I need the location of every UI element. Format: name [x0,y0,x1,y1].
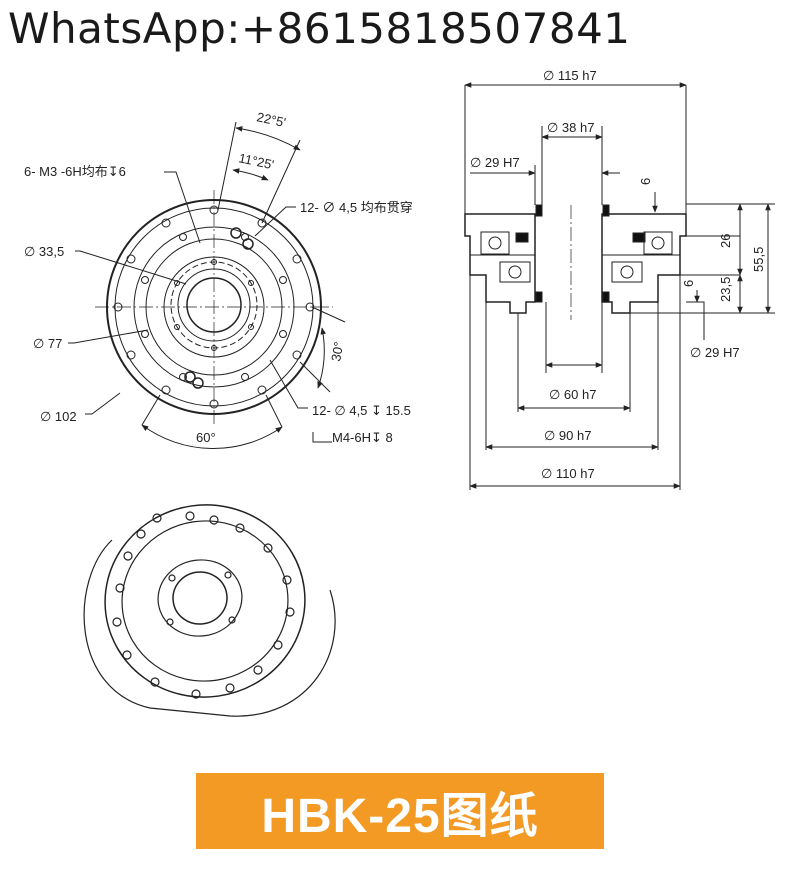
bearings-left [470,231,535,283]
label-dim6-top: 6 [638,178,653,185]
label-angle-22: 22°5' [255,109,287,130]
label-d115: ∅ 115 h7 [543,68,597,83]
label-counterbore: 12- ∅ 4,5 ↧ 15.5 [312,403,411,418]
label-angle-30: 30° [328,341,346,363]
label-m4: M4-6H↧ 8 [332,430,393,445]
label-d29-bottom: ∅ 29 H7 [690,345,740,360]
label-dim55: 55,5 [751,247,766,272]
iso-inner-face [121,520,289,682]
label-d77: ∅ 77 [33,336,62,351]
label-d33: ∅ 33,5 [24,244,64,259]
label-d110: ∅ 110 h7 [541,466,595,481]
label-angle-11: 11°25' [237,150,275,172]
iso-outer-face [104,504,306,698]
label-d60: ∅ 60 h7 [549,387,596,402]
label-angle-60: 60° [196,430,216,445]
iso-holes [112,511,295,699]
section-right-body [601,213,687,314]
whatsapp-contact: WhatsApp:+8615818507841 [8,4,631,53]
section-view-labels: ∅ 115 h7 ∅ 38 h7 ∅ 29 H7 6 26 55,5 6 23,… [470,68,766,481]
iso-bore [172,571,228,625]
front-view [68,121,346,450]
section-view [464,82,775,490]
isometric-view [83,504,336,717]
label-d38: ∅ 38 h7 [547,120,594,135]
section-left-body [464,213,536,314]
label-d102: ∅ 102 [40,409,77,424]
label-dim23: 23,5 [718,277,733,302]
label-thread-holes: 6- M3 -6H均布↧6 [24,164,126,179]
bearings-right [602,231,680,283]
front-view-labels: 6- M3 -6H均布↧6 22°5' 11°25' 12- ∅ 4,5 均布贯… [24,109,413,445]
iso-hub [157,559,243,637]
label-d29-top: ∅ 29 H7 [470,155,520,170]
label-dim6-mid: 6 [681,280,696,287]
iso-body-side [83,539,336,717]
threaded-holes [141,227,287,389]
label-dim26: 26 [718,234,733,248]
footer-banner: HBK-25图纸 [196,773,604,849]
footer-title: HBK-25图纸 [261,790,539,843]
label-through-holes: 12- ∅ 4,5 均布贯穿 [300,200,413,215]
label-d90: ∅ 90 h7 [544,428,591,443]
